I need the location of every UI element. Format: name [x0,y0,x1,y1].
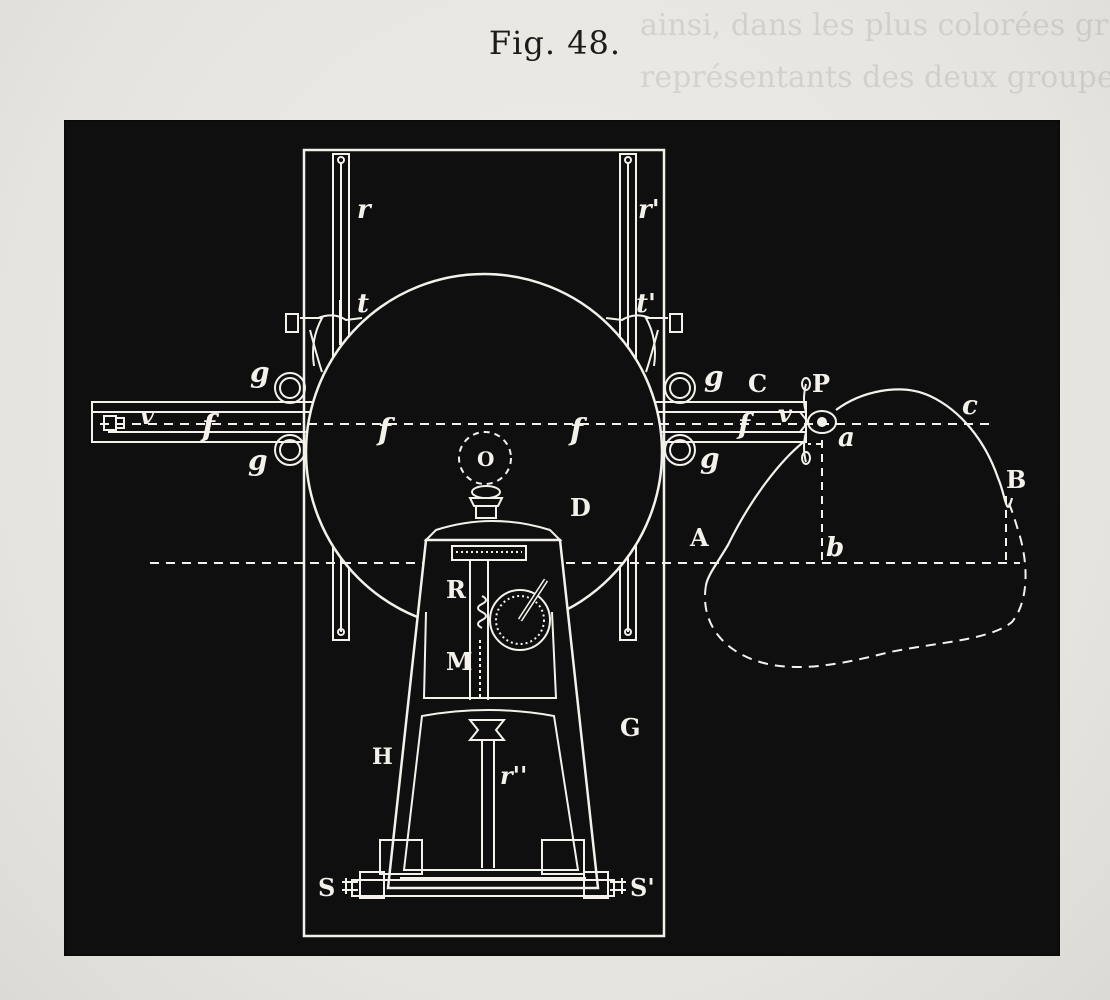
label-b-upper: B [1006,465,1026,494]
bleed-line: ainsi, dans les plus colorées groupes [640,8,1110,43]
label-m: M [446,647,473,676]
bracket-t-prime [605,300,683,373]
label-s: S [318,873,335,902]
label-r-prime: r' [638,195,660,225]
label-d: D [570,493,591,522]
roller-g-bottom-left [274,434,306,466]
label-r: r [357,195,373,225]
label-r-double-prime: r'' [500,761,527,790]
label-f-left: f [200,409,220,444]
label-t-prime: t' [636,289,656,319]
label-a: a [838,423,855,453]
housing-h [342,485,626,899]
roller-g-top-left [274,372,306,404]
label-p: P [812,369,830,398]
label-g-bottom-right: g [700,442,720,475]
roller-g-bottom-right [664,434,696,466]
label-g-top-right: g [704,360,724,393]
figure-caption: Fig. 48. [488,24,622,62]
traced-curve-dashed [704,497,1027,668]
label-c-lower: c [962,391,978,421]
label-g-top-left: g [250,356,270,389]
label-v-left: v [140,401,155,430]
frame-g [302,148,666,938]
label-g-bottom-left: g [248,444,268,477]
label-h: H [372,744,393,770]
label-g-frame: G [620,713,641,742]
circle-o [458,431,512,485]
label-b-lower: b [826,533,844,563]
label-s-prime: S' [630,873,655,902]
roller-g-top-right [664,372,696,404]
label-t: t [357,289,369,319]
stylus-p [799,377,837,465]
label-r-scale: R [446,575,467,604]
bracket-t [285,300,363,373]
bleed-line: représentants des deux groupes les plus … [640,60,1110,95]
label-c-upper: C [748,369,767,398]
traced-curve-solid [704,388,1014,586]
label-v-right: v [778,399,793,428]
bleed-through-text: ainsi, dans les plus colorées groupes re… [640,0,1110,280]
label-o: O [477,447,494,471]
label-a-upper: A [689,523,709,552]
